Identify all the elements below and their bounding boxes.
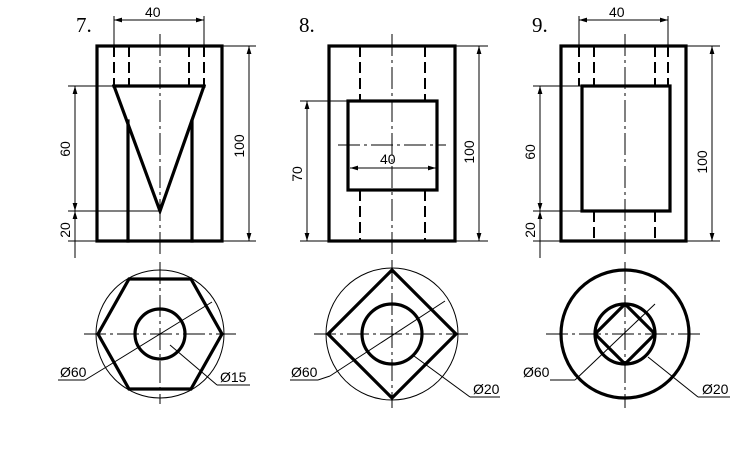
figure-9: 9. 40 60 20 100 <box>522 4 730 408</box>
figure-7-dim-outer-diameter: Ø60 <box>60 364 87 380</box>
figure-7-dim-total: 100 <box>231 134 247 158</box>
figure-9-dim-width: 40 <box>609 4 625 20</box>
figure-8: 8. 40 70 100 <box>289 13 500 408</box>
figure-7-front-view <box>95 34 224 258</box>
figure-8-top-view: Ø60 Ø20 <box>290 260 500 408</box>
figure-9-number: 9. <box>532 13 548 37</box>
figure-9-dimensions: 40 60 20 100 <box>522 4 720 258</box>
figure-9-top-view: Ø60 Ø20 <box>523 262 730 408</box>
figure-7-dim-inner-diameter: Ø15 <box>220 369 247 385</box>
figure-7-number: 7. <box>76 13 92 37</box>
figure-8-dim-inner-width: 40 <box>380 151 396 167</box>
figure-9-dim-inner-diameter: Ø20 <box>702 381 729 397</box>
figure-9-dim-outer-diameter: Ø60 <box>523 364 550 380</box>
figure-8-dim-inner-diameter: Ø20 <box>473 381 500 397</box>
figure-8-dim-total: 100 <box>461 140 477 164</box>
figure-7-dimensions: 40 60 20 100 <box>57 4 256 258</box>
figure-8-dim-outer-diameter: Ø60 <box>291 364 318 380</box>
figure-7: 7. 40 60 20 <box>57 4 256 404</box>
figure-9-dim-lower: 20 <box>522 222 538 238</box>
figure-9-dim-upper: 60 <box>522 144 538 160</box>
figure-7-dim-lower: 20 <box>57 222 73 238</box>
figure-9-dim-total: 100 <box>694 150 710 174</box>
figure-7-dim-upper: 60 <box>57 141 73 157</box>
figure-9-front-view <box>559 34 688 258</box>
figure-8-dim-height: 70 <box>289 166 305 182</box>
figure-8-front-view <box>327 34 457 258</box>
figure-7-top-view: Ø60 Ø15 <box>58 262 250 404</box>
figure-8-number: 8. <box>299 13 315 37</box>
figure-7-dim-width: 40 <box>145 4 161 20</box>
figure-8-dimensions: 40 70 100 <box>289 45 488 242</box>
